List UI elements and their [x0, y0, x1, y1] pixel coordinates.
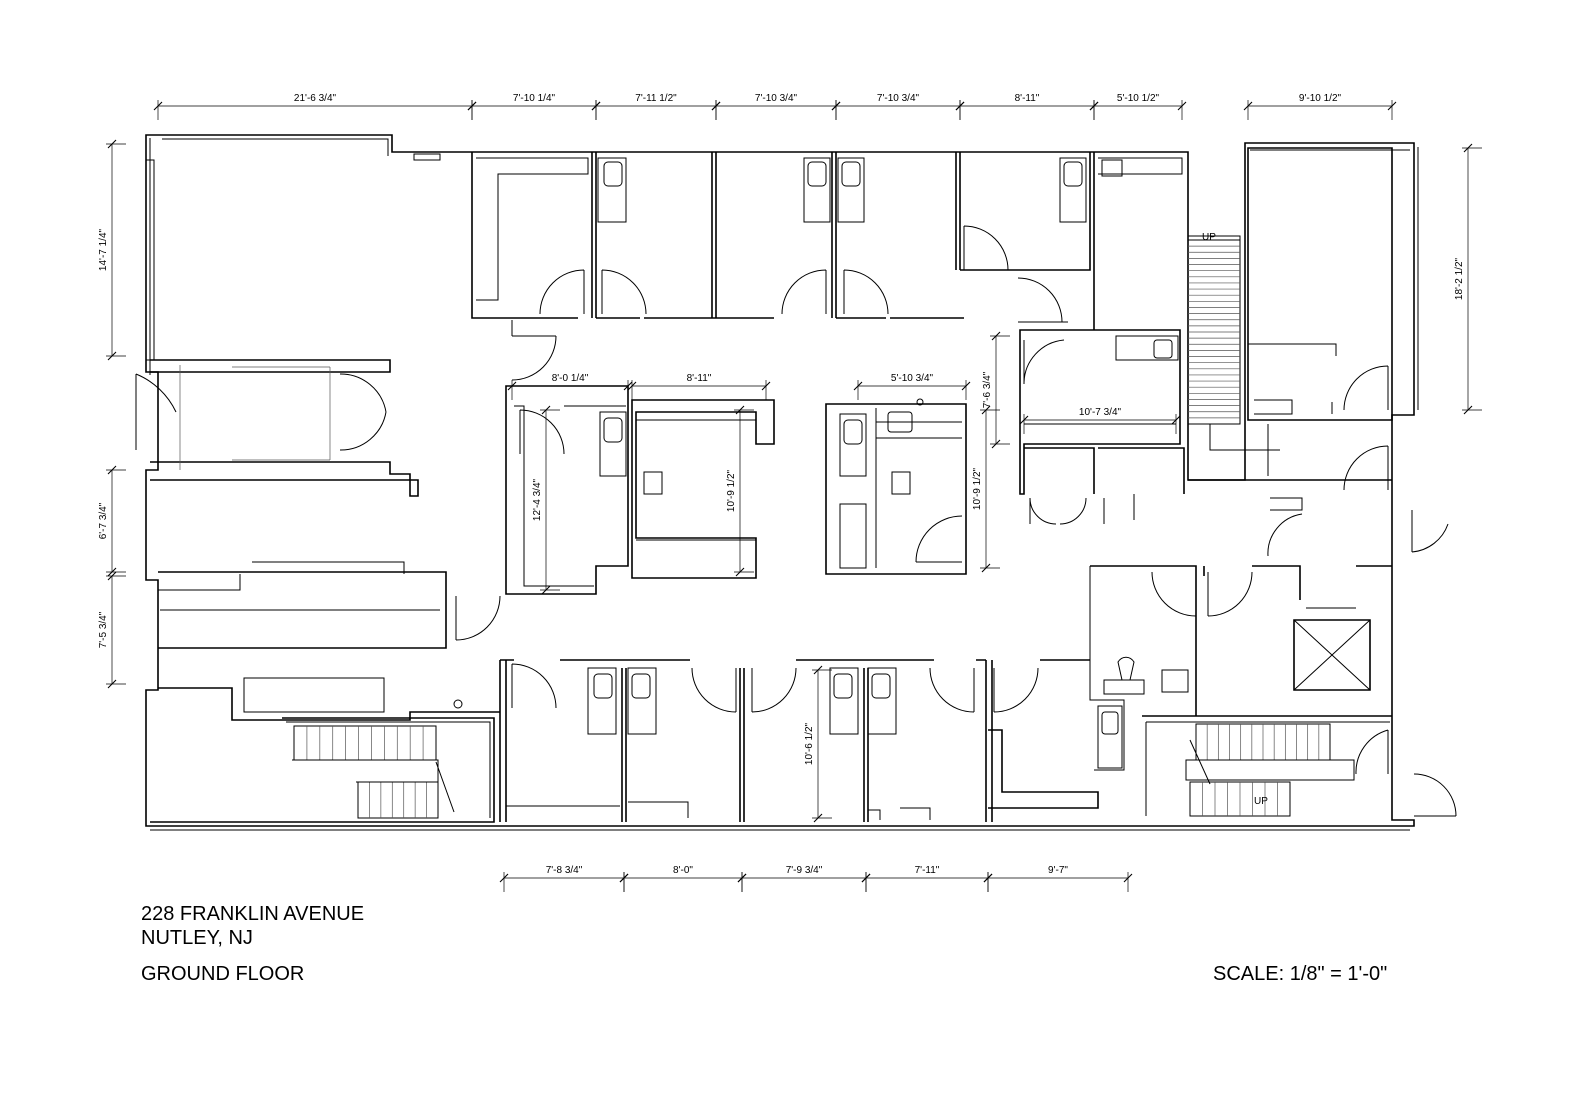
dimension-label: 6'-7 3/4" — [98, 502, 109, 539]
dimension-tick — [591, 101, 601, 111]
dimension-tick — [107, 679, 117, 689]
bottom-rooms — [499, 659, 1099, 822]
dimension-tick — [107, 567, 117, 577]
dimension-tick — [1463, 143, 1473, 153]
dimension-tick — [619, 873, 629, 883]
dimension-tick — [1463, 405, 1473, 415]
scale-note: SCALE: 1/8" = 1'-0" — [1213, 963, 1388, 985]
stair-right-top — [1187, 235, 1280, 476]
dimension-tick — [735, 405, 745, 415]
dimension-tick — [861, 873, 871, 883]
stair-up-label: UP — [1202, 232, 1216, 243]
dimension-label: 8'-11" — [1015, 93, 1040, 104]
dimension-lines — [106, 100, 1482, 892]
dimension-tick — [813, 813, 823, 823]
dimension-tick — [991, 331, 1001, 341]
dimension-tick — [961, 381, 971, 391]
reception-area — [158, 561, 501, 721]
dimension-label: 14'-7 1/4" — [98, 228, 109, 271]
stair-up-label: UP — [1254, 796, 1268, 807]
dimension-tick — [761, 381, 771, 391]
dimension-label: 7'-10 1/4" — [513, 93, 556, 104]
dimension-label: 10'-9 1/2" — [972, 467, 983, 510]
dimension-label: 21'-6 3/4" — [294, 93, 337, 104]
dimension-label: 7'-10 3/4" — [755, 93, 798, 104]
dimension-tick — [107, 571, 117, 581]
dimension-tick — [991, 439, 1001, 449]
dimension-tick — [1123, 873, 1133, 883]
dimension-tick — [153, 101, 163, 111]
dimension-label: 18'-2 1/2" — [1454, 257, 1465, 300]
dimension-label: 9'-7" — [1048, 865, 1068, 876]
exterior-walls — [145, 134, 1419, 831]
dimension-tick — [541, 585, 551, 595]
dimension-labels: 21'-6 3/4" 7'-10 1/4" 7'-11 1/2" 7'-10 3/4"… — [98, 93, 1465, 876]
dimension-tick — [1089, 101, 1099, 111]
dimension-label: 8'-0" — [673, 865, 693, 876]
dimension-tick — [1019, 415, 1029, 425]
dimension-tick — [813, 665, 823, 675]
dimension-tick — [711, 101, 721, 111]
dimension-label: 5'-10 3/4" — [891, 373, 934, 384]
top-rooms — [471, 152, 1183, 381]
dimension-tick — [983, 873, 993, 883]
vestibule — [135, 359, 419, 497]
floor-name: GROUND FLOOR — [141, 963, 305, 985]
dimension-label: 9'-10 1/2" — [1299, 93, 1342, 104]
stair-lower-left — [150, 717, 495, 823]
dimension-tick — [1171, 415, 1181, 425]
dimension-label: 12'-4 3/4" — [532, 478, 543, 521]
dimension-label: 7'-8 3/4" — [546, 865, 583, 876]
dimension-label: 10'-7 3/4" — [1079, 407, 1122, 418]
dimension-tick — [1387, 101, 1397, 111]
dimension-tick — [499, 873, 509, 883]
dimension-tick — [623, 381, 633, 391]
lower-right — [1089, 513, 1457, 817]
dimension-label: 7'-5 3/4" — [98, 611, 109, 648]
dimension-tick — [981, 563, 991, 573]
dimension-tick — [737, 873, 747, 883]
dimension-tick — [981, 405, 991, 415]
address-line-2: NUTLEY, NJ — [141, 927, 253, 949]
dimension-tick — [1243, 101, 1253, 111]
dimension-tick — [853, 381, 863, 391]
right-column — [1247, 147, 1449, 553]
dimension-label: 7'-9 3/4" — [786, 865, 823, 876]
dimension-label: 8'-0 1/4" — [552, 373, 589, 384]
dimension-label: 7'-10 3/4" — [877, 93, 920, 104]
address-line-1: 228 FRANKLIN AVENUE — [141, 903, 365, 925]
dimension-tick — [467, 101, 477, 111]
dimension-tick — [735, 567, 745, 577]
dimension-tick — [507, 381, 517, 391]
dimension-tick — [831, 101, 841, 111]
dimension-tick — [627, 381, 637, 391]
dimension-label: 8'-11" — [687, 373, 712, 384]
dimension-tick — [955, 101, 965, 111]
dimension-label: 7'-11 1/2" — [635, 93, 677, 104]
right-center-rooms — [1019, 329, 1392, 525]
dimension-label: 7'-6 3/4" — [982, 371, 993, 408]
dimension-label: 10'-9 1/2" — [726, 469, 737, 512]
dimension-tick — [107, 139, 117, 149]
dimension-label: 10'-6 1/2" — [804, 722, 815, 765]
dimension-tick — [107, 351, 117, 361]
dimension-tick — [541, 405, 551, 415]
dimension-label: 7'-11" — [915, 865, 940, 876]
dimension-label: 5'-10 1/2" — [1117, 93, 1160, 104]
dimension-tick — [107, 465, 117, 475]
dimension-tick — [1177, 101, 1187, 111]
